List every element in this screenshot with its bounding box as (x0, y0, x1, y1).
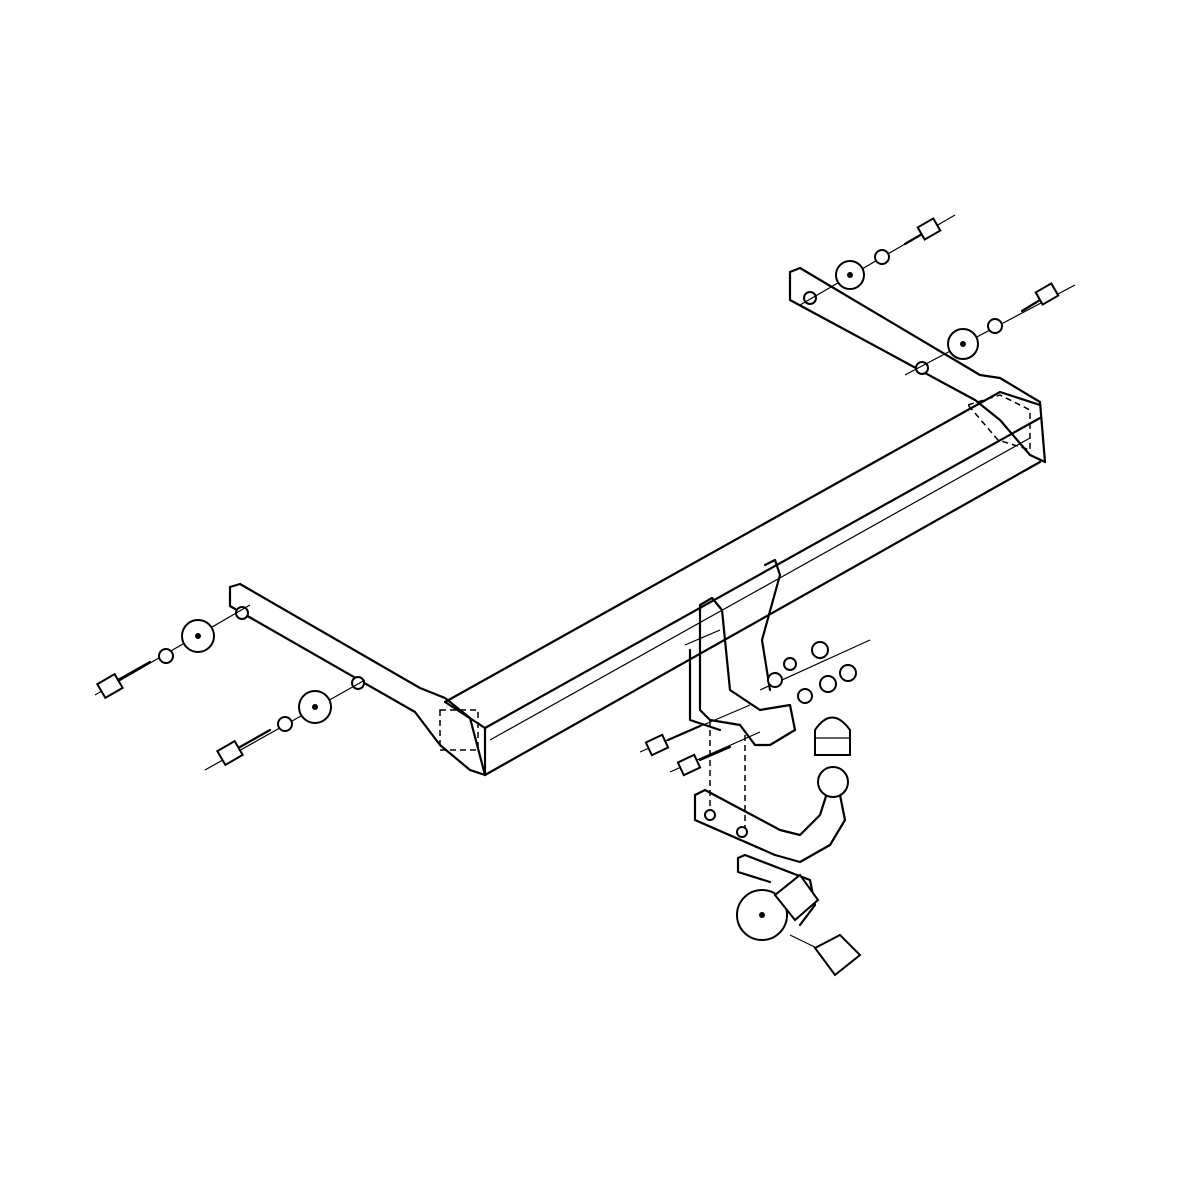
tow-ball-cap (814, 716, 851, 756)
left-mounting-bracket (228, 582, 487, 777)
wiring-plug (789, 933, 862, 977)
right-bolt-set-lower (904, 282, 1076, 376)
bolt-head (215, 739, 245, 767)
nut (916, 217, 942, 241)
bolt-hole (351, 676, 365, 690)
nut (1034, 282, 1060, 306)
right-bolt-set-upper (799, 214, 956, 306)
socket-bracket (736, 853, 817, 927)
tow-ball (817, 766, 849, 798)
cross-beam (439, 390, 1042, 777)
washer (987, 318, 1003, 334)
hitch-mount-plate (684, 558, 797, 830)
tow-ball-arm (693, 766, 849, 864)
left-bolt-set-upper (94, 604, 251, 700)
hitch-bolts (639, 704, 761, 777)
washer (277, 716, 293, 732)
bolt-hole (235, 606, 249, 620)
bolt-head (95, 672, 125, 700)
electrical-socket (736, 873, 820, 941)
left-bolt-set-lower (204, 679, 366, 771)
hitch-nuts-and-washers (759, 639, 871, 704)
right-mounting-bracket (788, 266, 1047, 464)
washer (874, 249, 890, 265)
washer (158, 648, 174, 664)
